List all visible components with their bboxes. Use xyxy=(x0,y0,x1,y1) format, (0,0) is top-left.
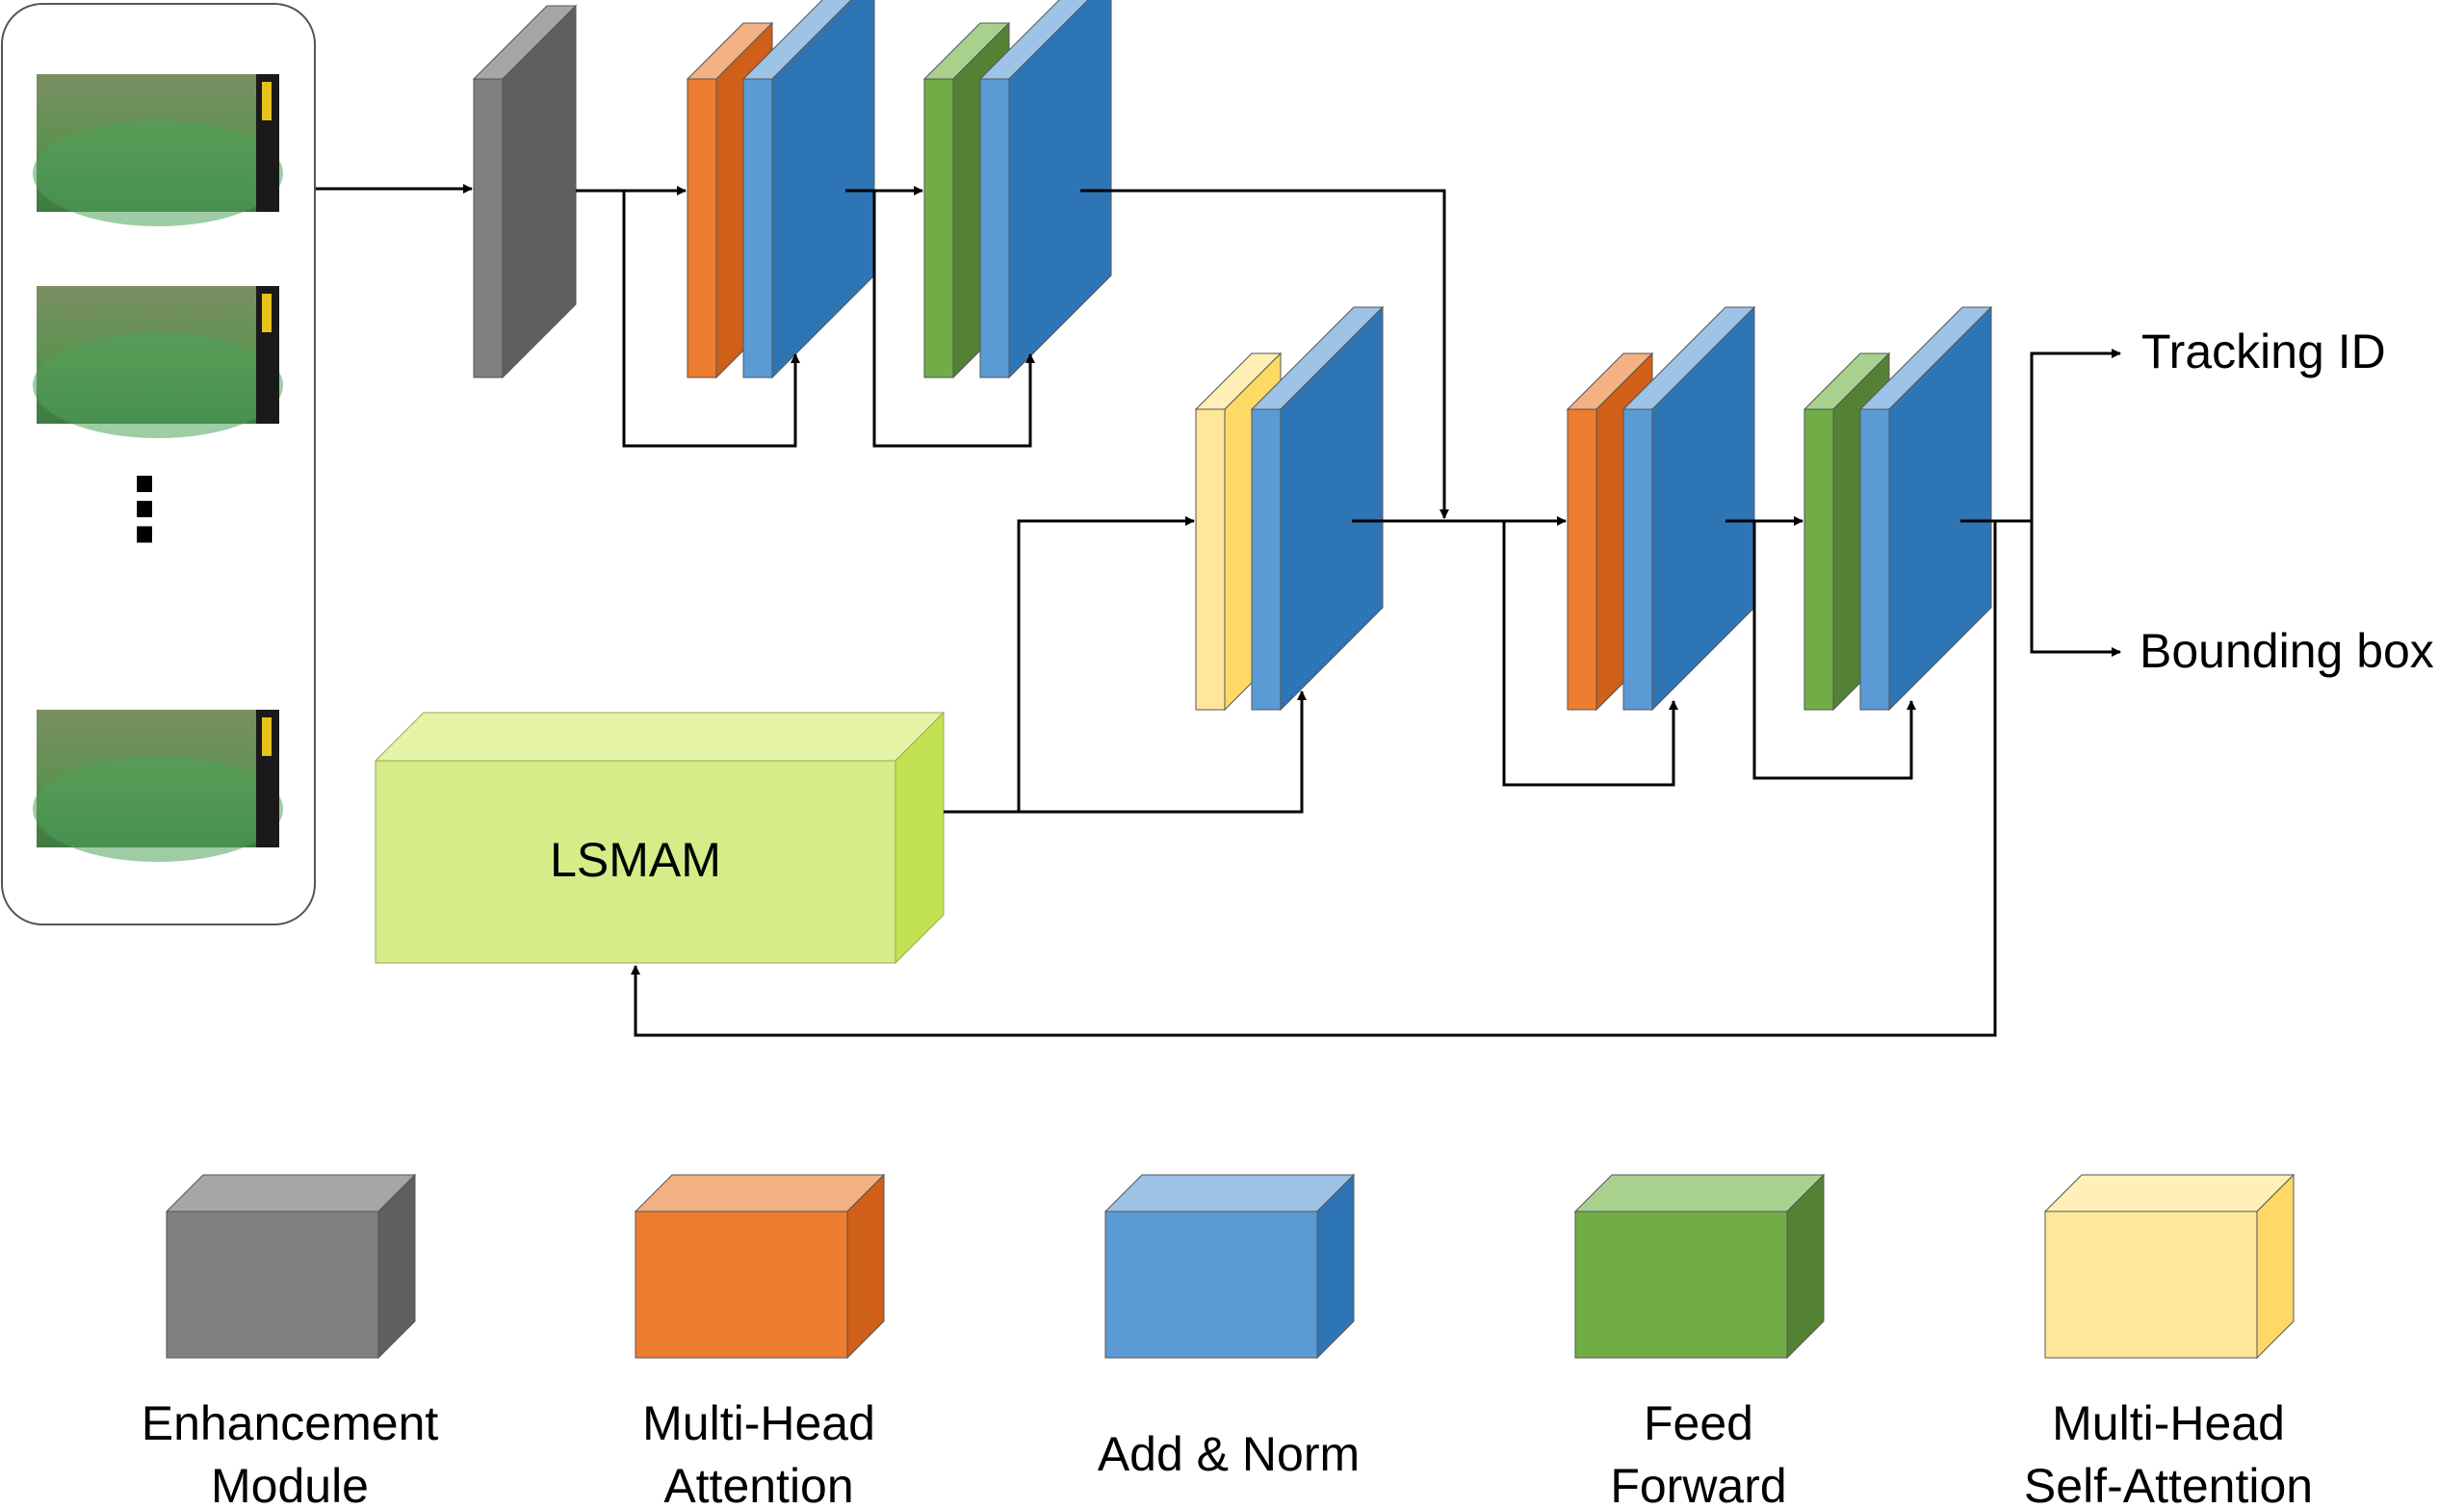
legend-label-addnorm: Add & Norm xyxy=(1098,1427,1360,1481)
input-frames-panel: ⋮ xyxy=(1,3,316,925)
connections xyxy=(316,184,2121,1037)
legend-label-enhancement-line2: Module xyxy=(211,1459,369,1509)
legend-label-mha-line1: Multi-Head xyxy=(642,1396,875,1450)
lsmam-label: LSMAM xyxy=(550,833,721,887)
residual-dec-1 xyxy=(1502,521,1678,787)
legend-label-mha-line2: Attention xyxy=(663,1459,853,1509)
residual-2 xyxy=(872,191,1035,448)
output-bounding-box: Bounding box xyxy=(2140,624,2434,678)
enhancement-block xyxy=(472,4,578,379)
legend-swatch-mha xyxy=(634,1173,886,1360)
residual-lsmam xyxy=(1019,690,1307,814)
encoder-addnorm-block-2 xyxy=(978,0,1112,379)
legend-label-enhancement-line1: Enhancement xyxy=(142,1396,439,1450)
decoder-addnorm-block-1 xyxy=(1250,305,1385,712)
frames-ellipsis: ⋮ xyxy=(101,462,188,559)
arrow-lsmam-to-mhsa xyxy=(944,516,1195,814)
network-blocks xyxy=(472,0,1993,712)
residual-1 xyxy=(622,191,800,448)
input-frame-2 xyxy=(33,286,283,438)
legend-label-mhsa-line1: Multi-Head xyxy=(2052,1396,2285,1450)
encoder-addnorm-block-1 xyxy=(741,0,875,379)
legend-label-mhsa-line2: Self-Attention xyxy=(2024,1459,2313,1509)
decoder-addnorm-block-2 xyxy=(1621,305,1756,712)
legend-swatch-ff xyxy=(1573,1173,1826,1360)
legend-label-ff-line1: Feed xyxy=(1644,1396,1753,1450)
feedback-to-lsmam xyxy=(631,521,1997,1037)
arrow-tracking-id xyxy=(2030,349,2121,521)
legend-label-ff-line2: Forward xyxy=(1610,1459,1786,1509)
legend-swatch-addnorm xyxy=(1103,1173,1356,1360)
residual-dec-2 xyxy=(1752,521,1916,780)
decoder-addnorm-block-3 xyxy=(1858,305,1993,712)
arrow-bounding-box xyxy=(2030,521,2121,657)
legend-swatch-mhsa xyxy=(2043,1173,2295,1360)
lsmam-module: LSMAM xyxy=(374,711,946,965)
legend-swatch-enhancement xyxy=(165,1173,417,1360)
output-tracking-id: Tracking ID xyxy=(2141,325,2386,378)
encoder-output xyxy=(1080,189,1449,519)
input-frame-1 xyxy=(33,74,283,226)
input-frame-3 xyxy=(33,710,283,862)
